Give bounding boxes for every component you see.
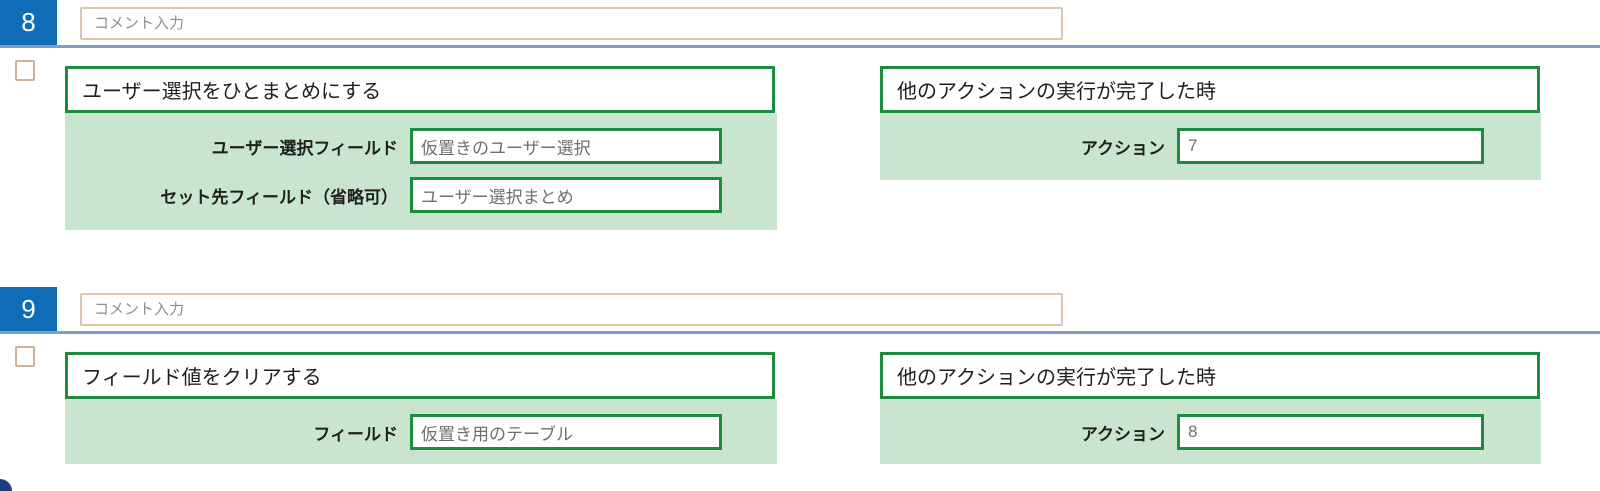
action-type-box[interactable]: フィールド値をクリアする [65, 352, 775, 399]
field-value-input[interactable] [410, 177, 722, 213]
row-select-checkbox[interactable] [15, 60, 35, 81]
field-value-input[interactable] [1177, 414, 1484, 450]
field-label: アクション [1080, 424, 1165, 444]
field-row: アクション [880, 128, 1541, 164]
field-label: アクション [1080, 138, 1165, 158]
trigger-type-box[interactable]: 他のアクションの実行が完了した時 [880, 352, 1540, 399]
comment-input[interactable] [80, 7, 1063, 40]
comment-input[interactable] [80, 293, 1063, 326]
trigger-fields-area: アクション [880, 113, 1541, 180]
row-select-checkbox[interactable] [15, 346, 35, 367]
field-row: アクション [880, 414, 1541, 450]
action-type-box[interactable]: ユーザー選択をひとまとめにする [65, 66, 775, 113]
field-row: フィールド [65, 414, 777, 450]
action-fields-area: ユーザー選択フィールド セット先フィールド（省略可） [65, 113, 777, 230]
field-value-input[interactable] [410, 128, 722, 164]
field-value-input[interactable] [1177, 128, 1484, 164]
action-number-badge: 8 [0, 0, 57, 45]
action-number-badge: 9 [0, 287, 57, 332]
trigger-type-box[interactable]: 他のアクションの実行が完了した時 [880, 66, 1540, 113]
trigger-fields-area: アクション [880, 399, 1541, 464]
field-label: セット先フィールド（省略可） [160, 187, 398, 207]
field-label: フィールド [313, 424, 398, 444]
field-row: セット先フィールド（省略可） [65, 177, 777, 213]
next-badge-corner [0, 479, 12, 491]
field-label: ユーザー選択フィールド [211, 138, 398, 158]
action-fields-area: フィールド [65, 399, 777, 464]
section-divider-line [0, 331, 1600, 334]
field-row: ユーザー選択フィールド [65, 128, 777, 164]
section-divider-line [0, 45, 1600, 48]
field-value-input[interactable] [410, 414, 722, 450]
